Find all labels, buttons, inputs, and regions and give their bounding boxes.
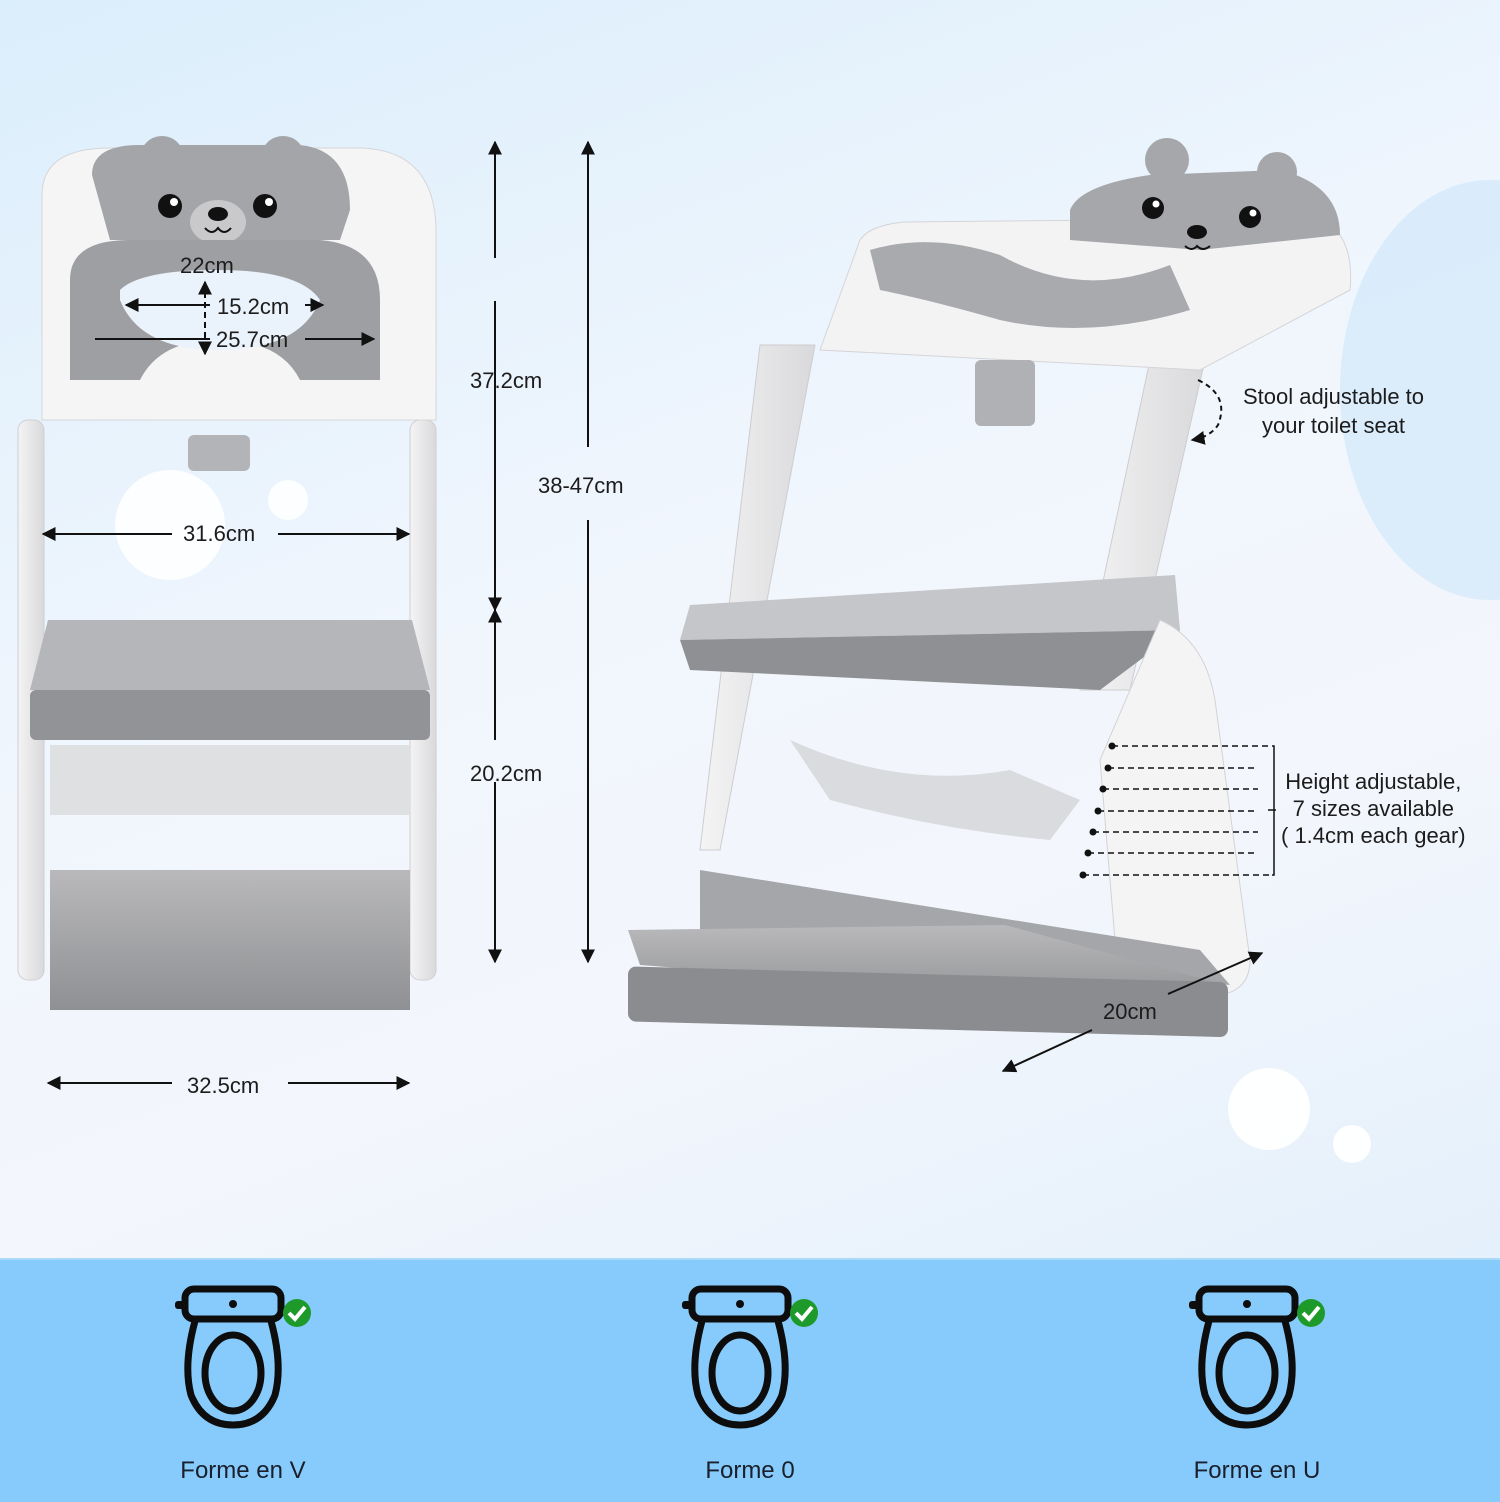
toilet-icon [1189, 1285, 1325, 1429]
upper-height-label: 37.2cm [470, 368, 543, 393]
depth-label: 20cm [1103, 999, 1157, 1024]
height-adjust-callout: Height adjustable, 7 sizes available ( 1… [1281, 768, 1466, 849]
shape-label-o: Forme 0 [705, 1457, 795, 1484]
shape-label-u: Forme en U [1193, 1457, 1321, 1484]
height-adjust-callout-line1: Height adjustable, [1285, 769, 1462, 794]
product-illustrations [17, 136, 1352, 1090]
seat-adjust-callout-line2: your toilet seat [1261, 413, 1406, 438]
shape-card-v: Forme en V [133, 1285, 353, 1485]
shape-label-v: Forme en V [180, 1457, 306, 1484]
seat-outer-height-label: 22cm [180, 253, 234, 278]
dimension-lines-front [41, 280, 411, 1090]
lower-height-label: 20.2cm [470, 761, 543, 786]
height-adjust-callout-line2: 7 sizes available [1292, 796, 1455, 821]
height-adjust-guides [1079, 742, 1276, 879]
side-view-stool [628, 138, 1352, 1037]
dimension-lines-vertical [488, 140, 595, 964]
toilet-icon [682, 1285, 818, 1429]
toilet-icon [175, 1285, 311, 1429]
dimension-lines-side [1001, 379, 1264, 1073]
front-view-stool [17, 136, 437, 1010]
check-icon [1297, 1299, 1325, 1327]
seat-adjust-callout-line1: Stool adjustable to [1243, 384, 1425, 409]
seat-hole-width-label: 15.2cm [217, 294, 290, 319]
total-height-label: 38-47cm [538, 473, 624, 498]
seat-adjust-callout: Stool adjustable to your toilet seat [1243, 382, 1424, 440]
compatibility-band [0, 1258, 1500, 1502]
base-width-label: 32.5cm [187, 1073, 260, 1098]
decorative-bubble [268, 480, 308, 520]
check-icon [283, 1299, 311, 1327]
decorative-bubble [115, 470, 225, 580]
shape-card-u: Forme en U [1147, 1285, 1367, 1485]
seat-outer-width-label: 25.7cm [216, 327, 289, 352]
check-icon [790, 1299, 818, 1327]
decorative-bubble [1333, 1125, 1371, 1163]
decorative-bubble [1228, 1068, 1310, 1150]
frame-inner-width-label: 31.6cm [183, 521, 256, 546]
shape-card-o: Forme 0 [640, 1285, 860, 1485]
height-adjust-callout-line3: ( 1.4cm each gear) [1281, 823, 1466, 848]
